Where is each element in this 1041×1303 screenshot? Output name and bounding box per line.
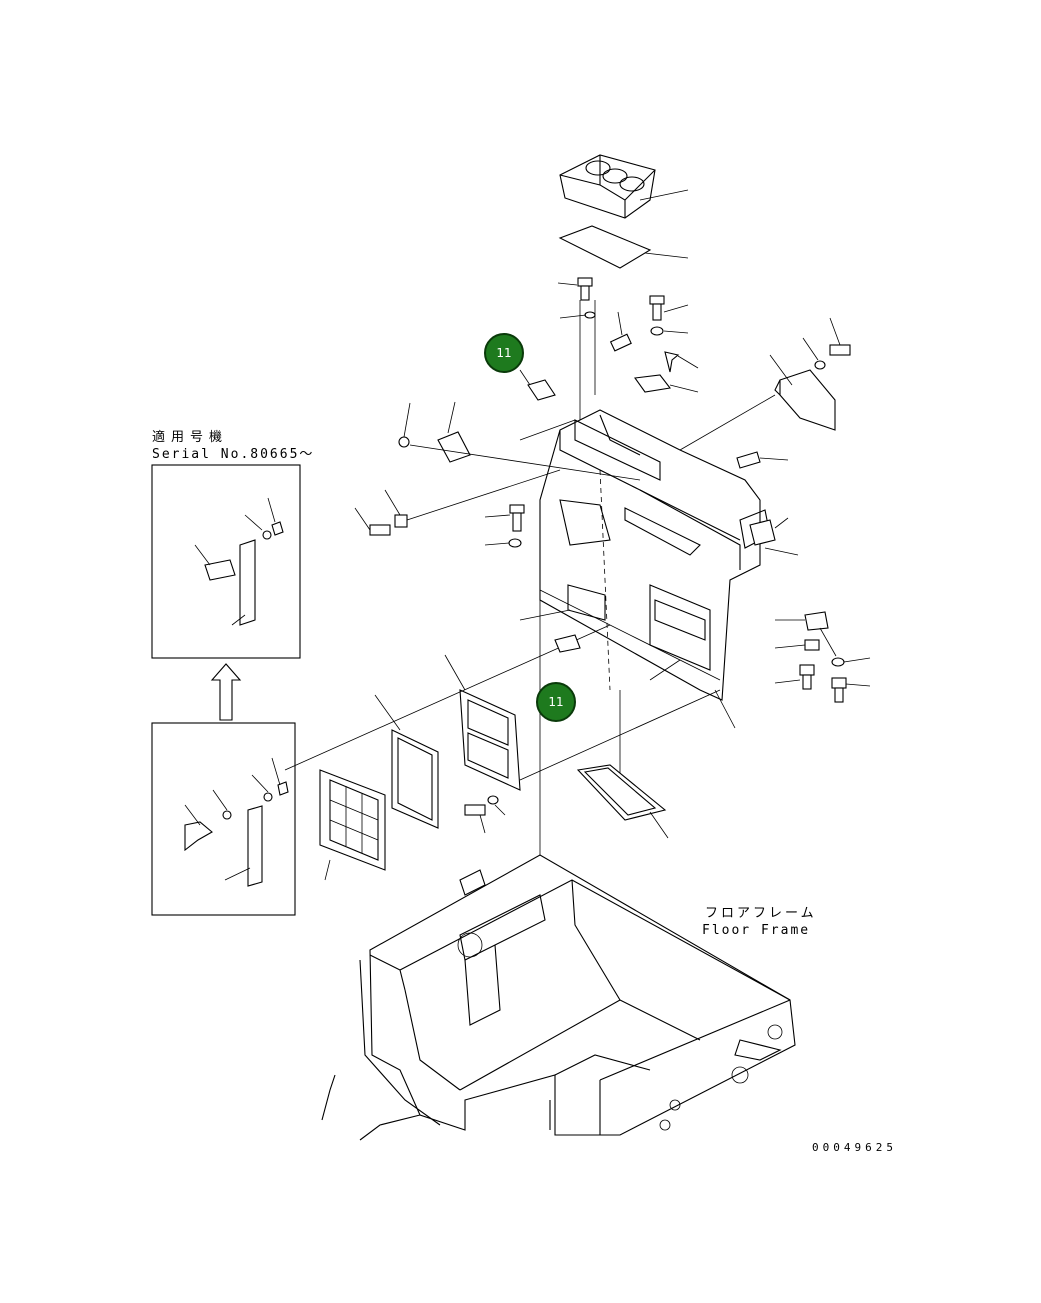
floor-frame-label-jp: フロアフレーム	[705, 906, 817, 921]
bolts-top	[557, 277, 699, 373]
floor-mat	[576, 764, 669, 839]
inset-box-upper	[151, 464, 301, 659]
callout-11-lower[interactable]: 11	[536, 682, 576, 722]
inset-box-lower	[151, 722, 296, 916]
cup-holder-console	[559, 154, 689, 219]
panel-assembly	[519, 394, 776, 701]
serial-label-jp: 適用号機	[152, 430, 229, 445]
filter-frames	[284, 624, 721, 881]
serial-label-en: Serial No.80665～	[152, 447, 315, 462]
callout-11-upper[interactable]: 11	[484, 333, 524, 373]
duct-part-right	[769, 317, 851, 431]
drawing-number: 00049625	[812, 1141, 897, 1154]
floor-frame	[321, 854, 796, 1141]
left-bolt-clip	[354, 469, 561, 536]
arrow-up	[210, 663, 242, 721]
right-bracket-parts	[774, 611, 871, 703]
mat-plate	[558, 225, 689, 269]
mid-bolt-washer	[484, 504, 525, 548]
panel-small-parts	[398, 369, 799, 556]
floor-frame-label-en: Floor Frame	[702, 923, 811, 938]
leader-lines-panel	[519, 609, 736, 729]
